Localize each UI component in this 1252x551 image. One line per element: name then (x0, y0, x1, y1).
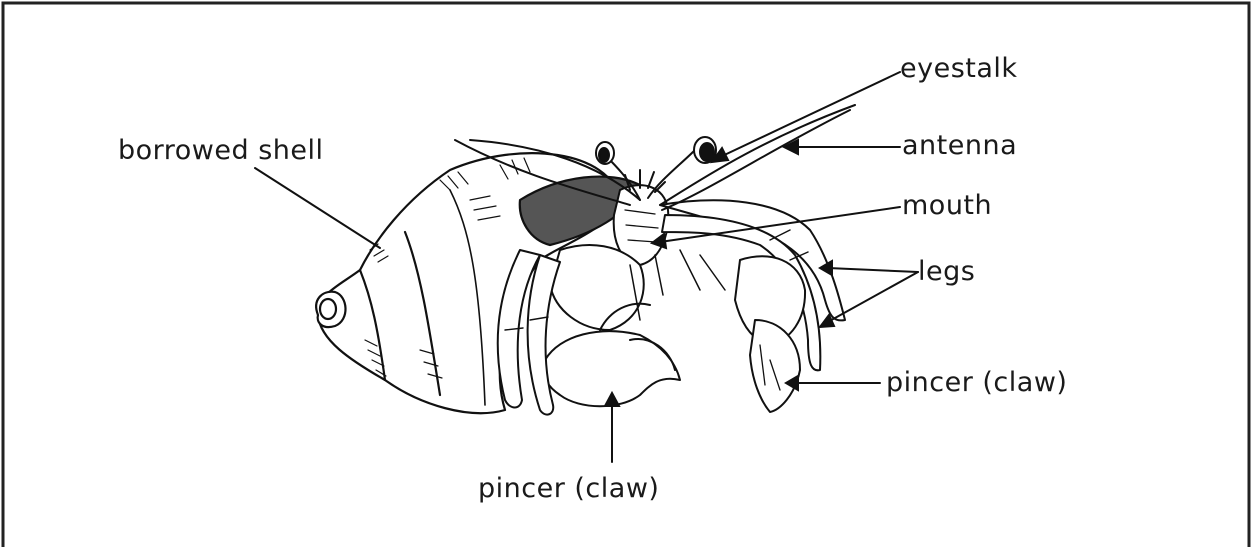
label-antenna: antenna (902, 132, 1017, 159)
label-pincer-right: pincer (claw) (886, 369, 1067, 396)
label-legs: legs (918, 258, 975, 285)
label-borrowed-shell: borrowed shell (118, 137, 324, 164)
label-pincer-bottom: pincer (claw) (478, 475, 659, 502)
label-eyestalk: eyestalk (900, 55, 1018, 82)
label-mouth: mouth (902, 192, 992, 219)
